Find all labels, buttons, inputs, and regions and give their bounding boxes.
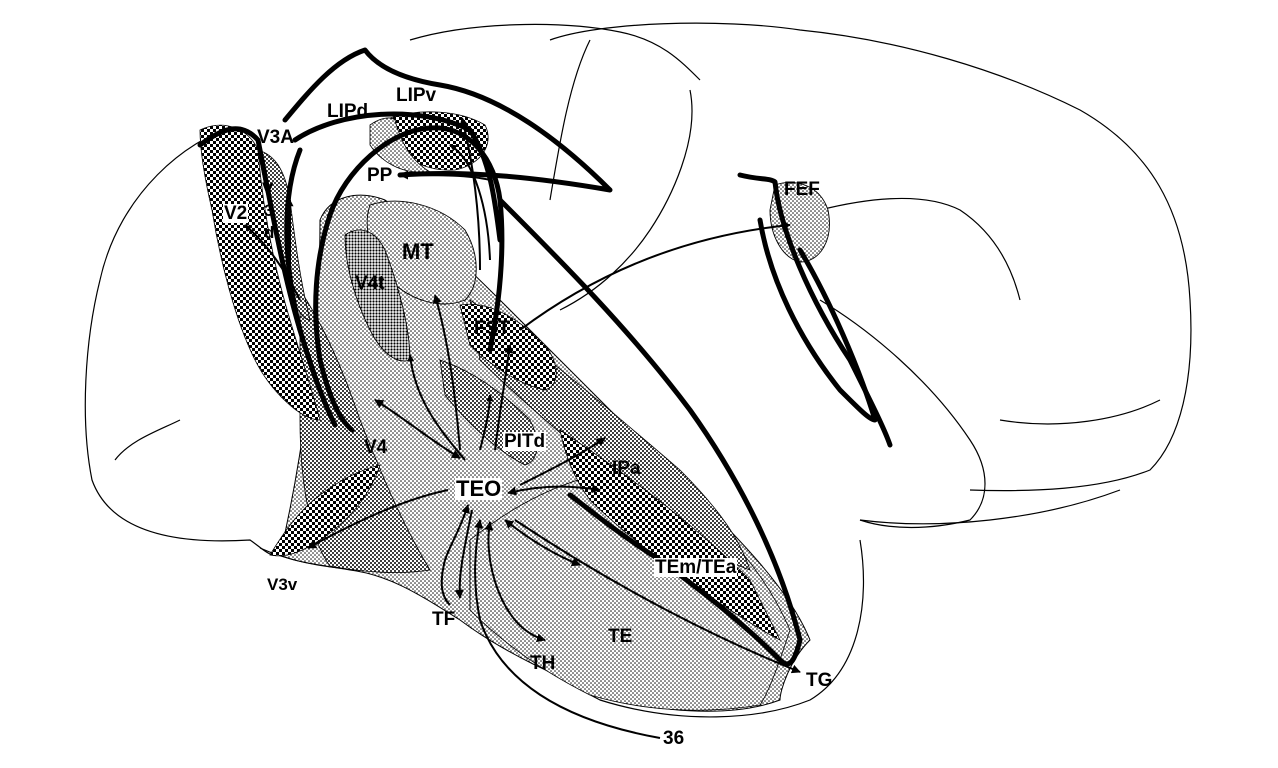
arrow-lipv xyxy=(459,117,481,271)
arrow-teo-ipa xyxy=(507,484,601,496)
arrow-teo-tg xyxy=(514,519,801,674)
label-v3d-3: d xyxy=(264,223,275,242)
arrow-v4t-teo xyxy=(407,354,466,461)
arrow-v4-teo xyxy=(374,399,461,459)
arrow-36-teo xyxy=(474,519,661,739)
arrow-pp xyxy=(399,170,491,181)
arrow-teo-v3v xyxy=(307,489,449,549)
label-v2: V2 xyxy=(223,203,249,224)
arrow-fst-fef xyxy=(519,221,791,331)
label-teo: TEO xyxy=(455,476,503,501)
label-te: TE xyxy=(608,626,633,647)
label-pp: PP xyxy=(366,165,394,186)
label-v4: V4 xyxy=(364,437,388,458)
label-v3a: V3A xyxy=(257,127,294,148)
label-temtea: TEm/TEa xyxy=(654,557,738,578)
label-v3v: V3v xyxy=(266,575,299,594)
arrow-pitd-teo xyxy=(479,394,494,451)
connection-arrows xyxy=(244,117,801,739)
label-fst: FST xyxy=(474,318,510,339)
label-v3d-2: 3 xyxy=(264,201,274,220)
label-lipv: LIPv xyxy=(396,85,437,106)
label-th: TH xyxy=(530,653,556,674)
label-pitd: PITd xyxy=(503,431,547,452)
region-temtea xyxy=(559,429,781,641)
label-36: 36 xyxy=(663,728,685,749)
region-v2 xyxy=(199,124,321,421)
region-lipd xyxy=(369,117,432,173)
label-tg: TG xyxy=(806,670,833,691)
arrow-th-teo xyxy=(484,521,546,643)
arrow-teo-ipa-2 xyxy=(519,437,606,486)
label-tf: TF xyxy=(432,609,456,630)
arrow-v2 xyxy=(244,224,301,301)
arrow-fst-teo xyxy=(494,344,514,451)
label-lipd: LIPd xyxy=(327,101,369,122)
label-ipa: IPa xyxy=(612,458,641,479)
arrow-tf-teo xyxy=(440,504,470,606)
region-fef xyxy=(769,182,830,263)
label-v4t: V4t xyxy=(355,273,385,294)
label-fef: FEF xyxy=(784,179,820,200)
label-mt: MT xyxy=(402,239,434,264)
label-v3d-1: V xyxy=(262,179,274,198)
arrow-teo-tf xyxy=(454,509,473,599)
arrow-lipv-2 xyxy=(449,144,491,261)
